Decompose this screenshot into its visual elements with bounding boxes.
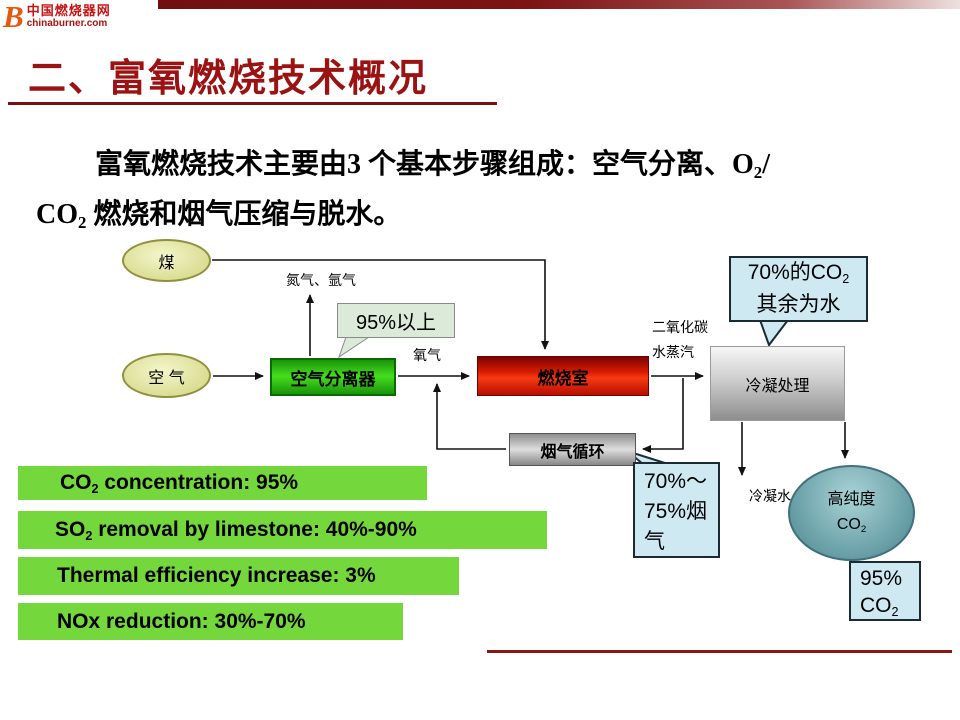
stat1-suffix: concentration: 95%: [98, 471, 299, 494]
intro-l1-text: 富氧燃烧技术主要由3 个基本步骤组成：空气分离、O: [95, 149, 754, 180]
pointer-co2water-callout: [758, 319, 791, 348]
node-air-separator-label: 空气分离器: [290, 369, 376, 389]
node-condenser: 冷凝处理: [710, 346, 845, 421]
stat-co2-concentration: CO2 concentration: 95%: [18, 466, 427, 500]
callout-co2water-line2: 其余为水: [756, 293, 841, 316]
node-condenser-label: 冷凝处理: [745, 377, 810, 395]
logo-b-icon: B: [3, 0, 24, 34]
callout-fluegas-line3: 气: [644, 530, 665, 553]
node-co2-line1: 高纯度: [827, 491, 876, 508]
node-coal-label: 煤: [158, 254, 175, 272]
stat-thermal-efficiency: Thermal efficiency increase: 3%: [18, 557, 459, 595]
intro-paragraph: 富氧燃烧技术主要由3 个基本步骤组成：空气分离、O2/ CO2 燃烧和烟气压缩与…: [36, 141, 941, 241]
node-flue-gas-recycle-label: 烟气循环: [540, 443, 605, 461]
stat-so2-removal: SO2 removal by limestone: 40%-90%: [18, 511, 547, 549]
node-combustion-chamber-label: 燃烧室: [537, 368, 589, 388]
callout-95co2-subscript: 2: [891, 604, 899, 619]
bottom-accent-line: [487, 650, 952, 653]
callout-co2water-text: 70%的CO: [747, 261, 843, 284]
label-water-vapor: 水蒸汽: [652, 344, 694, 360]
arrow-recycle-out: [433, 383, 506, 450]
logo-domain: chinaburner.com: [26, 18, 108, 29]
callout-co2water-line1: 70%的CO2: [748, 258, 850, 290]
logo-site-name: 中国燃烧器网: [26, 3, 111, 18]
label-nitrogen-argon: 氮气、氩气: [286, 272, 356, 288]
node-air-label: 空 气: [148, 369, 185, 387]
line-recycle-in: [642, 378, 684, 453]
callout-95co2-line2: CO2: [860, 592, 919, 622]
intro-l1-subscript: 2: [753, 163, 763, 183]
label-condensed-water: 冷凝水: [749, 488, 791, 504]
node-air-separator: 空气分离器: [270, 358, 396, 396]
node-coal: 煤: [122, 239, 211, 282]
intro-line-2: CO2 燃烧和烟气压缩与脱水。: [36, 191, 941, 241]
intro-l2-text: CO: [36, 199, 78, 230]
label-carbon-dioxide: 二氧化碳: [652, 319, 708, 335]
stat-so2-removal-label: SO2 removal by limestone: 40%-90%: [55, 518, 417, 543]
intro-l1-tail: /: [762, 149, 770, 180]
stat2-suffix: removal by limestone: 40%-90%: [92, 518, 417, 541]
stat3-prefix: Thermal efficiency increase: 3%: [57, 564, 376, 587]
callout-purity-95: 95%以上: [337, 303, 455, 338]
stat-nox-reduction-label: NOx reduction: 30%-70%: [57, 610, 306, 634]
callout-purity-label: 95%以上: [355, 312, 437, 334]
node-co2-line2: CO2: [837, 512, 866, 539]
callout-fluegas-line2: 75%烟: [644, 500, 708, 523]
stat2-prefix: SO: [55, 518, 86, 541]
stat1-prefix: CO: [60, 471, 92, 494]
node-combustion-chamber: 燃烧室: [477, 356, 649, 396]
pointer-purity-callout: [338, 336, 371, 359]
callout-95co2-formula: CO: [860, 594, 892, 617]
logo-text-block: 中国燃烧器网 chinaburner.com: [27, 2, 111, 30]
callout-flue-gas-ratio: 70%～ 75%烟 气: [633, 462, 720, 558]
label-oxygen: 氧气: [413, 347, 441, 363]
top-accent-bar: [0, 0, 960, 9]
node-flue-gas-recycle: 烟气循环: [509, 433, 636, 466]
stat-thermal-efficiency-label: Thermal efficiency increase: 3%: [57, 564, 376, 588]
stat4-prefix: NOx reduction: 30%-70%: [57, 609, 306, 633]
title-underline: [8, 102, 497, 105]
stat-nox-reduction: NOx reduction: 30%-70%: [18, 603, 403, 640]
stat2-subscript: 2: [85, 528, 93, 543]
arrow-coal-to-combustor: [212, 259, 549, 350]
node-co2-subscript: 2: [860, 523, 867, 535]
node-air: 空 气: [122, 353, 211, 398]
callout-co2water-subscript: 2: [842, 271, 850, 286]
intro-line-1: 富氧燃烧技术主要由3 个基本步骤组成：空气分离、O2/: [36, 141, 941, 191]
page-title: 二、富氧燃烧技术概况: [28, 58, 429, 100]
intro-l2-tail: 燃烧和烟气压缩与脱水。: [86, 199, 402, 230]
stat-co2-concentration-label: CO2 concentration: 95%: [60, 471, 299, 496]
stat1-subscript: 2: [91, 481, 99, 496]
node-high-purity-co2: 高纯度 CO2: [788, 465, 915, 561]
site-logo: B 中国燃烧器网 chinaburner.com: [0, 0, 158, 37]
intro-l2-subscript: 2: [78, 213, 87, 233]
node-co2-formula: CO: [836, 516, 861, 533]
callout-95co2-line1: 95%: [860, 567, 903, 590]
callout-co2-and-water: 70%的CO2 其余为水: [729, 256, 868, 322]
callout-fluegas-line1: 70%～: [644, 470, 708, 493]
callout-95-co2: 95% CO2: [849, 561, 921, 621]
